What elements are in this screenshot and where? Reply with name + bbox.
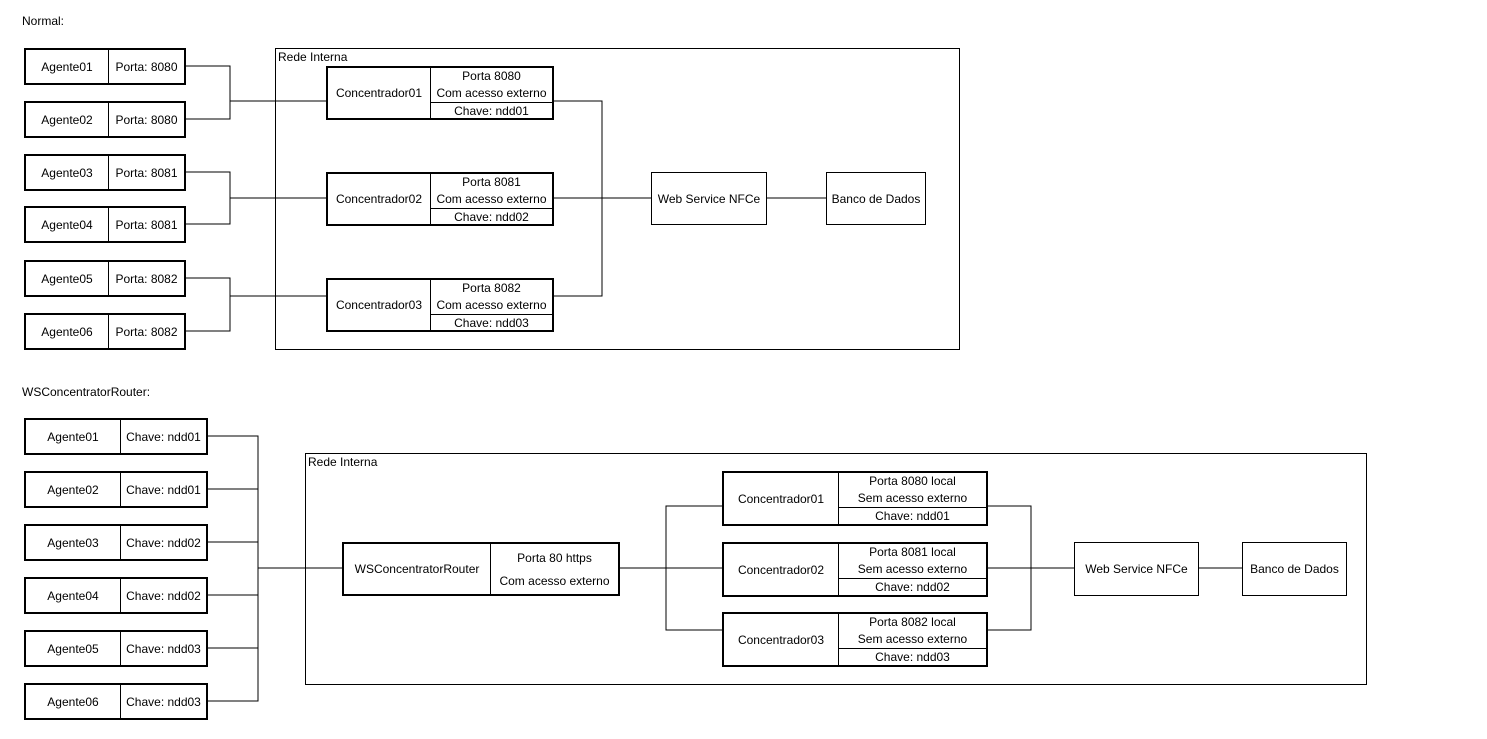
database-box: Banco de Dados xyxy=(1242,542,1347,596)
agent-key: Chave: ndd03 xyxy=(126,694,201,709)
concentrator-access: Sem acesso externo xyxy=(857,491,968,505)
agent-key: Chave: ndd03 xyxy=(126,641,201,656)
web-service-box: Web Service NFCe xyxy=(651,172,767,225)
agent-port: Porta: 8080 xyxy=(115,59,178,74)
concentrator-box: Concentrador01 Porta 8080 local Sem aces… xyxy=(722,471,988,526)
agent-key: Chave: ndd01 xyxy=(126,429,201,444)
router-name: WSConcentratorRouter xyxy=(344,544,491,594)
agent-box: Agente06 Porta: 8082 xyxy=(24,313,186,350)
concentrator-name: Concentrador02 xyxy=(328,174,431,224)
rede-interna-label: Rede Interna xyxy=(308,455,378,469)
agent-name: Agente03 xyxy=(26,156,109,189)
concentrator-key: Chave: ndd01 xyxy=(875,509,950,523)
agent-key: Chave: ndd01 xyxy=(126,482,201,497)
concentrator-port: Porta 8082 xyxy=(462,281,521,295)
rede-interna-normal: Rede Interna xyxy=(275,48,960,350)
router-section-title: WSConcentratorRouter: xyxy=(22,385,151,399)
agent-name: Agente04 xyxy=(26,579,121,612)
agent-port: Porta: 8082 xyxy=(115,271,178,286)
agent-box: Agente05 Chave: ndd03 xyxy=(24,630,208,667)
agent-name: Agente02 xyxy=(26,103,109,136)
concentrator-access: Sem acesso externo xyxy=(857,632,968,646)
agent-key: Chave: ndd02 xyxy=(126,535,201,550)
router-access: Com acesso externo xyxy=(499,573,610,588)
agent-box: Agente04 Chave: ndd02 xyxy=(24,577,208,614)
agent-port: Porta: 8080 xyxy=(115,112,178,127)
concentrator-name: Concentrador02 xyxy=(724,544,839,595)
concentrator-port: Porta 8080 local xyxy=(869,474,956,488)
agent-name: Agente03 xyxy=(26,526,121,559)
concentrator-access: Com acesso externo xyxy=(436,298,547,312)
concentrator-key: Chave: ndd02 xyxy=(875,580,950,594)
agent-name: Agente06 xyxy=(26,315,109,348)
agent-box: Agente02 Chave: ndd01 xyxy=(24,471,208,508)
agent-box: Agente02 Porta: 8080 xyxy=(24,101,186,138)
database-box: Banco de Dados xyxy=(826,172,926,225)
concentrator-key: Chave: ndd03 xyxy=(875,650,950,664)
agent-box: Agente06 Chave: ndd03 xyxy=(24,683,208,720)
agent-box: Agente01 Porta: 8080 xyxy=(24,48,186,85)
agent-name: Agente06 xyxy=(26,685,121,718)
concentrator-port: Porta 8081 local xyxy=(869,545,956,559)
concentrator-access: Com acesso externo xyxy=(436,192,547,206)
concentrator-access: Sem acesso externo xyxy=(857,562,968,576)
agent-box: Agente04 Porta: 8081 xyxy=(24,206,186,243)
concentrator-key: Chave: ndd03 xyxy=(454,315,529,330)
concentrator-key: Chave: ndd01 xyxy=(454,103,529,118)
concentrator-box: Concentrador02 Porta 8081 local Sem aces… xyxy=(722,542,988,597)
web-service-box: Web Service NFCe xyxy=(1074,542,1199,596)
agent-port: Porta: 8081 xyxy=(115,165,178,180)
agent-name: Agente04 xyxy=(26,208,109,241)
agent-name: Agente05 xyxy=(26,632,121,665)
rede-interna-router: Rede Interna xyxy=(305,453,1367,685)
concentrator-box: Concentrador03 Porta 8082 local Sem aces… xyxy=(722,612,988,667)
agent-name: Agente01 xyxy=(26,50,109,83)
agent-box: Agente01 Chave: ndd01 xyxy=(24,418,208,455)
concentrator-box: Concentrador01 Porta 8080 Com acesso ext… xyxy=(326,66,554,120)
concentrator-port: Porta 8081 xyxy=(462,175,521,189)
concentrator-name: Concentrador01 xyxy=(328,68,431,118)
agent-port: Porta: 8082 xyxy=(115,324,178,339)
concentrator-name: Concentrador03 xyxy=(724,614,839,665)
agent-name: Agente05 xyxy=(26,262,109,295)
normal-section-title: Normal: xyxy=(22,14,65,28)
agent-box: Agente03 Chave: ndd02 xyxy=(24,524,208,561)
concentrator-port: Porta 8082 local xyxy=(869,615,956,629)
router-port: Porta 80 https xyxy=(517,550,592,565)
rede-interna-label: Rede Interna xyxy=(278,50,348,64)
concentrator-port: Porta 8080 xyxy=(462,69,521,83)
concentrator-name: Concentrador01 xyxy=(724,473,839,524)
ws-concentrator-router-box: WSConcentratorRouter Porta 80 https Com … xyxy=(342,542,620,596)
agent-name: Agente01 xyxy=(26,420,121,453)
agent-port: Porta: 8081 xyxy=(115,217,178,232)
agent-box: Agente05 Porta: 8082 xyxy=(24,260,186,297)
concentrator-box: Concentrador03 Porta 8082 Com acesso ext… xyxy=(326,278,554,332)
concentrator-box: Concentrador02 Porta 8081 Com acesso ext… xyxy=(326,172,554,226)
agent-name: Agente02 xyxy=(26,473,121,506)
concentrator-name: Concentrador03 xyxy=(328,280,431,330)
concentrator-key: Chave: ndd02 xyxy=(454,209,529,224)
agent-box: Agente03 Porta: 8081 xyxy=(24,154,186,191)
concentrator-access: Com acesso externo xyxy=(436,86,547,100)
agent-key: Chave: ndd02 xyxy=(126,588,201,603)
